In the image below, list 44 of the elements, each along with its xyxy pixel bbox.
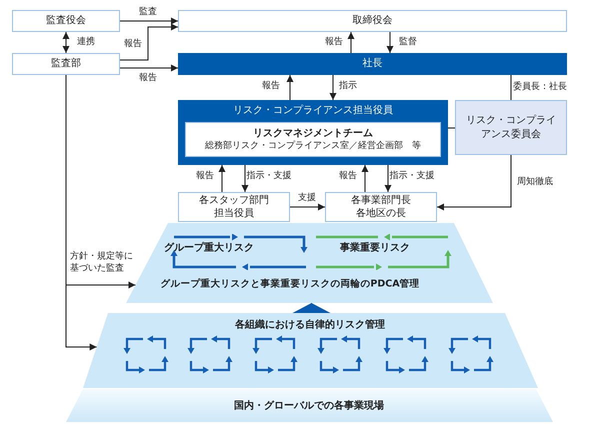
arrow <box>348 32 354 54</box>
org-box <box>178 192 290 222</box>
arrow <box>290 204 326 210</box>
arrow <box>286 74 294 100</box>
committee-box <box>455 100 567 155</box>
node-label: リスク・コンプライアンス委員会 <box>465 114 557 141</box>
tier-label: グループ重大リスク <box>164 241 254 255</box>
arrow <box>218 164 226 192</box>
arrow <box>386 32 394 54</box>
arrow <box>384 164 392 192</box>
panel-title: リスク・コンプライアンス担当役員 <box>233 104 393 118</box>
arrow <box>62 32 70 54</box>
line <box>510 74 512 100</box>
arrow <box>120 18 178 24</box>
arrow <box>66 74 98 350</box>
edge-label: 方針・規定等に基づいた監査 <box>69 251 135 275</box>
team-box <box>185 122 441 157</box>
team-members: 総務部リスク・コンプライアンス室／経営企画部 等 <box>205 140 421 152</box>
arrow <box>120 64 178 72</box>
tier-label: 国内・グローバルでの各事業現場 <box>234 399 384 413</box>
org-box <box>325 192 437 222</box>
tier-label: 各組織における自律的リスク管理 <box>235 318 385 332</box>
node-label: 社長 <box>362 57 382 71</box>
org-bar <box>178 53 567 75</box>
pyramid-tier <box>83 313 538 388</box>
node-label: 各スタッフ部門担当役員 <box>198 194 270 220</box>
org-box <box>12 10 120 32</box>
org-box <box>12 53 120 75</box>
node-label: 各事業部門長各地区の長 <box>350 194 412 220</box>
arrow <box>292 302 330 314</box>
node-label: 監査役会 <box>46 14 86 28</box>
tier-label: グループ重大リスクと事業重要リスクの両輪のPDCA管理 <box>160 278 420 292</box>
team-heading: リスクマネジメントチーム <box>253 126 373 140</box>
arrow <box>120 24 178 60</box>
officer-panel <box>178 100 448 165</box>
arrow <box>242 164 248 192</box>
arrow <box>330 74 336 100</box>
org-box <box>178 10 567 32</box>
pyramid-base <box>66 389 553 422</box>
node-label: 監査部 <box>51 57 81 71</box>
tier-label: 事業重要リスク <box>340 241 410 255</box>
arrow <box>436 154 512 210</box>
arrow <box>362 164 368 192</box>
node-label: 取締役会 <box>352 14 392 28</box>
